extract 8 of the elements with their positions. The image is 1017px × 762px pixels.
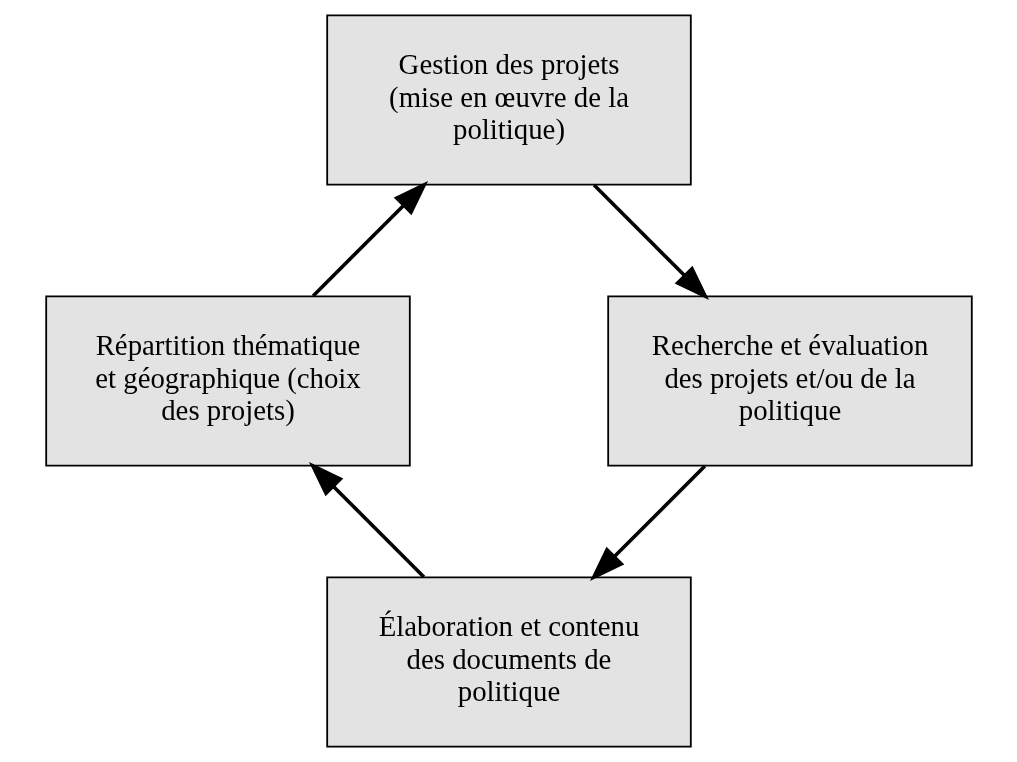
- node-box: Élaboration et contenu des documents de politique: [325, 576, 692, 748]
- arrow: [592, 183, 709, 301]
- node-box: Recherche et évaluation des projets et/ou de la politique: [606, 295, 973, 467]
- node-box: Gestion des projets (mise en œuvre de la politique): [325, 14, 692, 186]
- arrow: [311, 180, 428, 298]
- arrow: [308, 461, 425, 579]
- arrow: [589, 464, 706, 582]
- node-box: Répartition thématique et géographique (choix des projets): [44, 295, 411, 467]
